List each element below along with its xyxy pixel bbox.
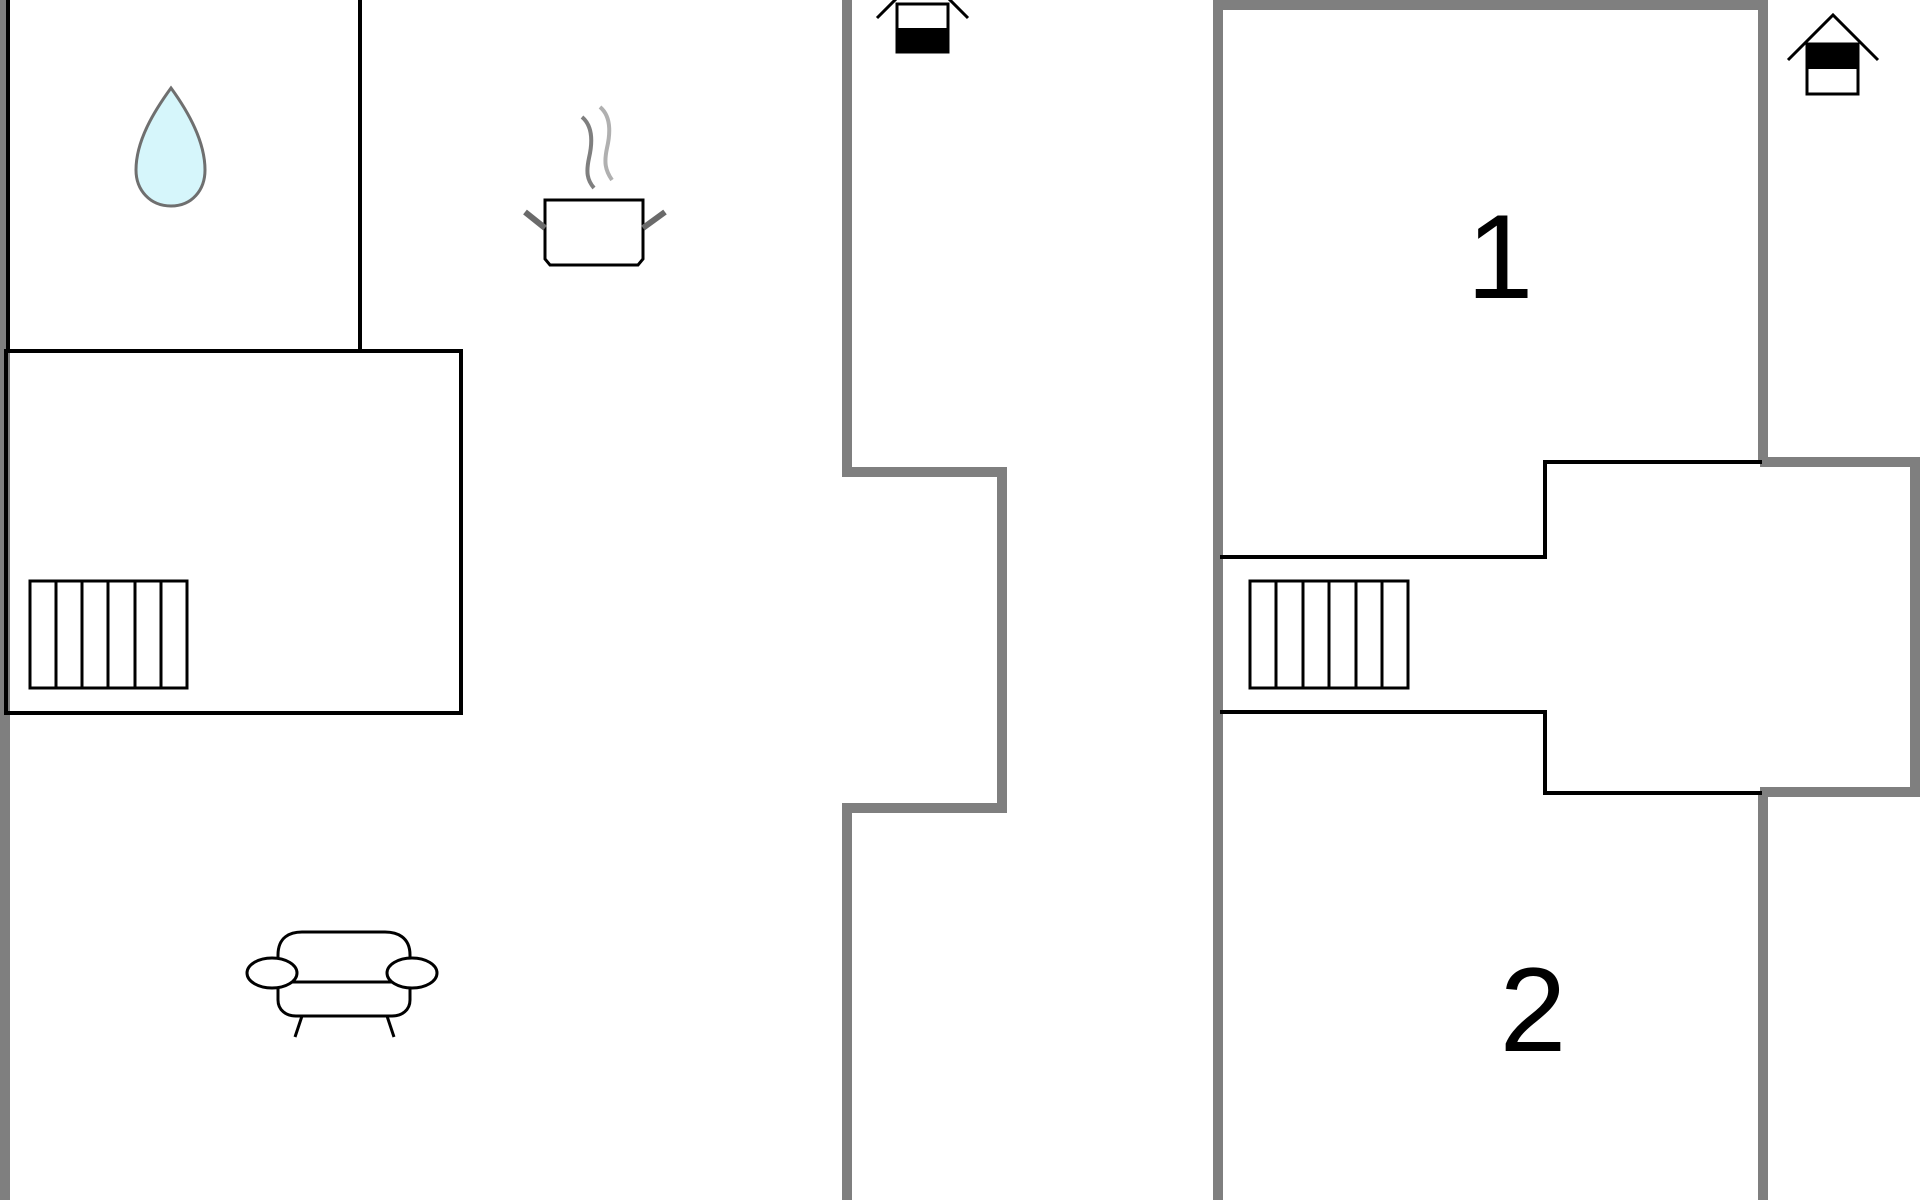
- stair-hall-right-lower: [1220, 710, 1762, 795]
- sofa-icon: [245, 930, 439, 1038]
- inner-walls: [4, 0, 1762, 795]
- staircase-icon: [28, 579, 189, 690]
- wall-right-building: [1213, 0, 1768, 1200]
- staircase-icon: [1248, 579, 1410, 690]
- stair-room-left: [4, 349, 463, 715]
- house-icon: [875, 0, 970, 54]
- house-icon: [1786, 12, 1880, 96]
- cooking-pot-icon: [523, 105, 667, 267]
- wall-right-bay: [1760, 457, 1920, 797]
- water-drop-icon: [134, 85, 207, 208]
- room-number-2: 2: [1500, 943, 1567, 1077]
- stair-hall-right: [1220, 460, 1762, 559]
- wall-middle-with-bay: [842, 0, 1007, 1200]
- room-number-1: 1: [1467, 190, 1534, 324]
